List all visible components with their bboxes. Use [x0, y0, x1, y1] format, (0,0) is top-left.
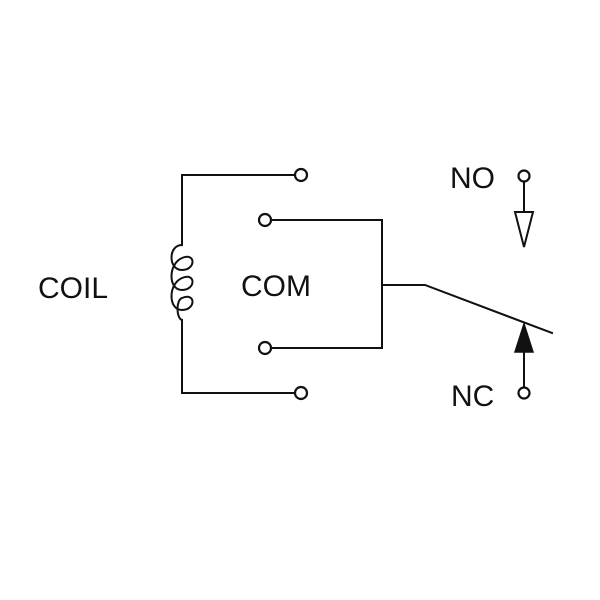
coil-bottom-terminal: [293, 385, 309, 401]
coil-top-terminal: [293, 167, 309, 183]
no-label: NO: [450, 162, 495, 195]
com-common-wire: [381, 284, 554, 335]
nc-arrow-icon: [513, 321, 535, 353]
coil-bottom-wire: [181, 319, 297, 394]
coil-winding: [170, 244, 194, 321]
coil-label: COIL: [38, 272, 108, 305]
no-arrow-icon: [513, 211, 535, 248]
coil-top-wire: [181, 174, 297, 246]
com-label: COM: [241, 270, 311, 303]
nc-label: NC: [451, 380, 494, 413]
com-lower-terminal: [257, 340, 273, 356]
com-upper-terminal: [257, 212, 273, 228]
no-terminal: [517, 169, 531, 183]
nc-terminal: [517, 386, 531, 400]
